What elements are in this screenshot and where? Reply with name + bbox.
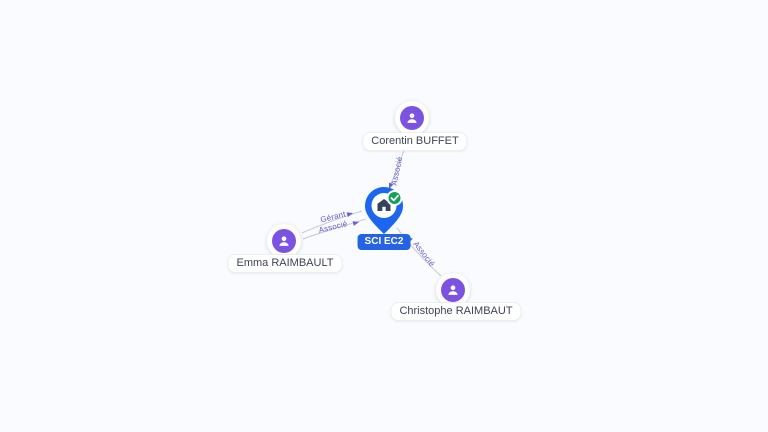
edge-line-christophe bbox=[396, 227, 442, 277]
person-icon bbox=[441, 278, 465, 302]
avatar bbox=[436, 273, 470, 307]
person-icon bbox=[272, 229, 296, 253]
arrowhead-icon bbox=[346, 212, 353, 217]
edge-line-emma-gerant bbox=[301, 210, 363, 234]
person-name-label: Christophe RAIMBAUT bbox=[390, 302, 522, 321]
person-name-label: Corentin BUFFET bbox=[362, 132, 468, 151]
verified-badge-icon bbox=[386, 190, 403, 206]
person-icon bbox=[400, 106, 424, 130]
arrowhead-icon bbox=[352, 221, 359, 226]
map-pin-icon bbox=[365, 187, 403, 234]
avatar bbox=[267, 224, 301, 258]
building-icon bbox=[377, 199, 391, 211]
person-name-label: Emma RAIMBAULT bbox=[227, 254, 343, 273]
arrowhead-icon bbox=[389, 182, 394, 189]
company-name-label: SCI EC2 bbox=[357, 234, 411, 250]
edge-line-emma-associe bbox=[302, 218, 367, 240]
avatar bbox=[395, 101, 429, 135]
